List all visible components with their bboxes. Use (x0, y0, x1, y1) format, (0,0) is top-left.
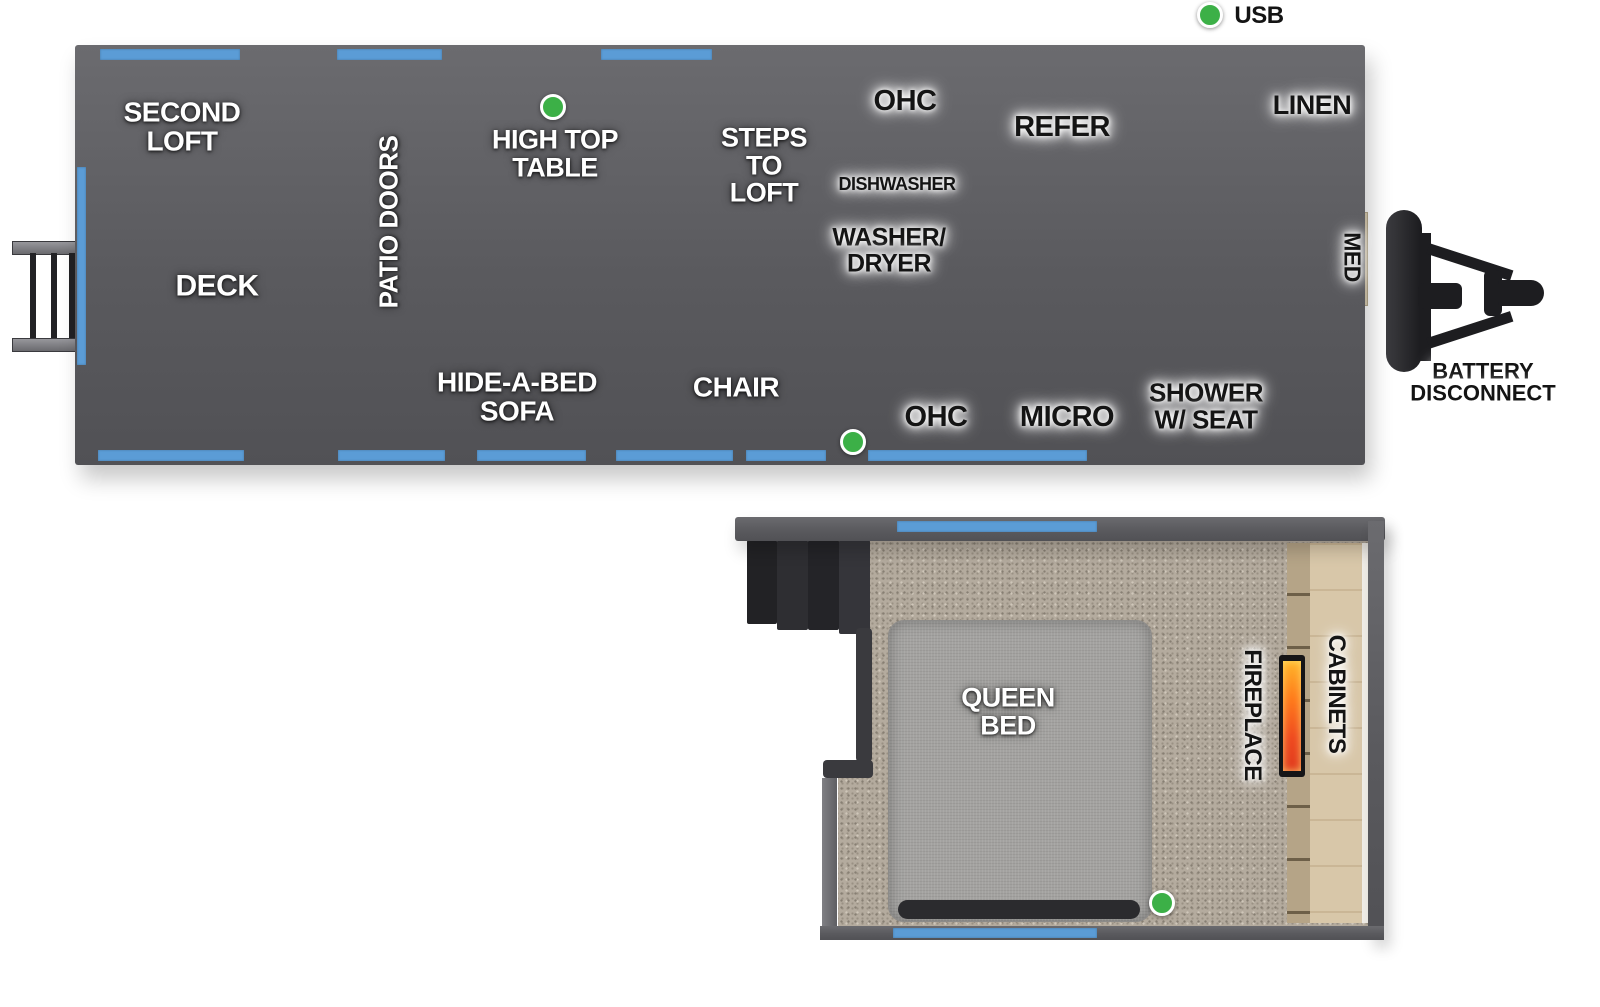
rear-window (77, 167, 86, 365)
cabinets-label: CABINETS (1323, 634, 1351, 754)
usb-legend-label: USB (1234, 1, 1284, 29)
battery-disconnect-label: BATTERY DISCONNECT (1410, 358, 1556, 406)
loft-entry-step-2 (777, 540, 808, 630)
loft-window-top (897, 521, 1097, 532)
propane-tank (1386, 210, 1422, 372)
loft-entry-step-3 (808, 540, 839, 630)
loft-cabinets (1310, 543, 1362, 923)
ladder-rung-3 (69, 253, 75, 338)
chair-label: CHAIR (692, 371, 780, 403)
loft-right-wall (1368, 521, 1384, 940)
fireplace-label: FIREPLACE (1239, 649, 1267, 781)
ohc-top-label: OHC (873, 85, 937, 118)
window (616, 450, 733, 461)
high-top-table-label: HIGH TOP TABLE (491, 124, 619, 182)
ohc-bottom-label: OHC (904, 401, 968, 434)
loft-railing-vertical (856, 628, 872, 762)
battery-box (1418, 283, 1462, 309)
queen-bed-label: QUEEN BED (961, 682, 1055, 740)
washer-dryer-label: WASHER/ DRYER (832, 223, 946, 277)
usb-dot-table (540, 94, 566, 120)
shower-label: SHOWER W/ SEAT (1149, 377, 1264, 434)
a-frame-bar-bottom (1426, 311, 1514, 349)
fireplace-flame-icon (1283, 661, 1301, 771)
window (337, 49, 442, 60)
loft-entry-step-4 (839, 540, 870, 634)
loft-railing-foot (823, 760, 873, 778)
window (868, 450, 1087, 461)
loft-window-bottom (893, 928, 1097, 938)
ladder-rung-2 (51, 253, 57, 338)
usb-legend-dot-icon (1197, 2, 1223, 28)
tongue-jack (1484, 270, 1502, 316)
fireplace (1279, 655, 1305, 777)
window (601, 49, 712, 60)
coupler (1498, 280, 1544, 306)
stairwell-void (820, 628, 858, 762)
second-loft-label: SECOND LOFT (123, 96, 241, 156)
main-floor-outer-wall (75, 45, 1365, 465)
med-label: MED (1339, 232, 1366, 282)
window (477, 450, 586, 461)
hide-a-bed-sofa-label: HIDE-A-BED SOFA (437, 366, 597, 426)
loft-left-wall (822, 778, 837, 926)
linen-label: LINEN (1272, 90, 1352, 121)
queen-bed (888, 620, 1152, 922)
patio-doors-label: PATIO DOORS (373, 135, 404, 309)
dishwasher-label: DISHWASHER (838, 173, 956, 194)
bed-footboard (898, 900, 1140, 919)
loft-entry-step-1 (747, 540, 777, 624)
deck-label: DECK (175, 269, 259, 303)
micro-label: MICRO (1019, 401, 1115, 434)
steps-to-loft-label: STEPS TO LOFT (720, 122, 808, 208)
ladder-rail-bottom (12, 338, 82, 352)
entry-door (746, 450, 826, 461)
window (98, 450, 244, 461)
ladder-rung-1 (30, 253, 36, 338)
loft-cabinet-end-panel (1362, 543, 1370, 923)
usb-dot-kitchen (840, 429, 866, 455)
usb-dot-loft (1149, 890, 1175, 916)
refer-label: REFER (1014, 111, 1110, 144)
window (338, 450, 445, 461)
window (100, 49, 240, 60)
